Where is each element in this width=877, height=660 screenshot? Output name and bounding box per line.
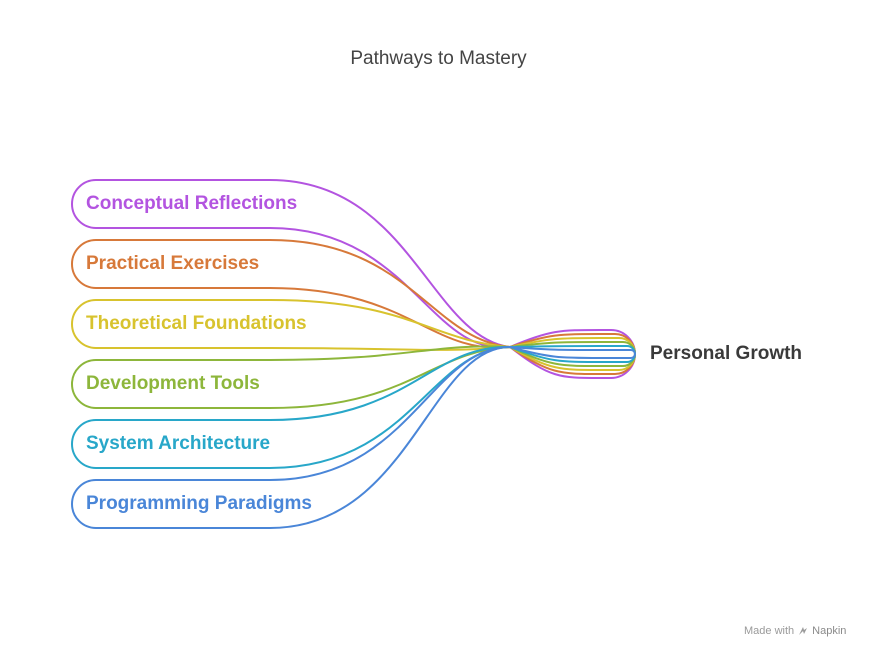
flow-band-1 <box>71 179 636 379</box>
napkin-logo-icon <box>799 627 808 635</box>
target-label: Personal Growth <box>650 343 803 364</box>
credit-prefix: Made with <box>744 625 795 637</box>
source-label: System Architecture <box>86 433 271 454</box>
source-label: Programming Paradigms <box>86 493 312 514</box>
flow-band-5 <box>71 345 636 469</box>
source-label: Theoretical Foundations <box>86 313 307 334</box>
diagram-title: Pathways to Mastery <box>350 48 527 69</box>
source-label: Development Tools <box>86 373 260 394</box>
credit-brand: Napkin <box>812 625 847 637</box>
source-label: Practical Exercises <box>86 253 260 274</box>
flow-band-6 <box>71 346 636 529</box>
source-label: Conceptual Reflections <box>86 193 298 214</box>
credit: Made with Napkin <box>744 625 846 637</box>
